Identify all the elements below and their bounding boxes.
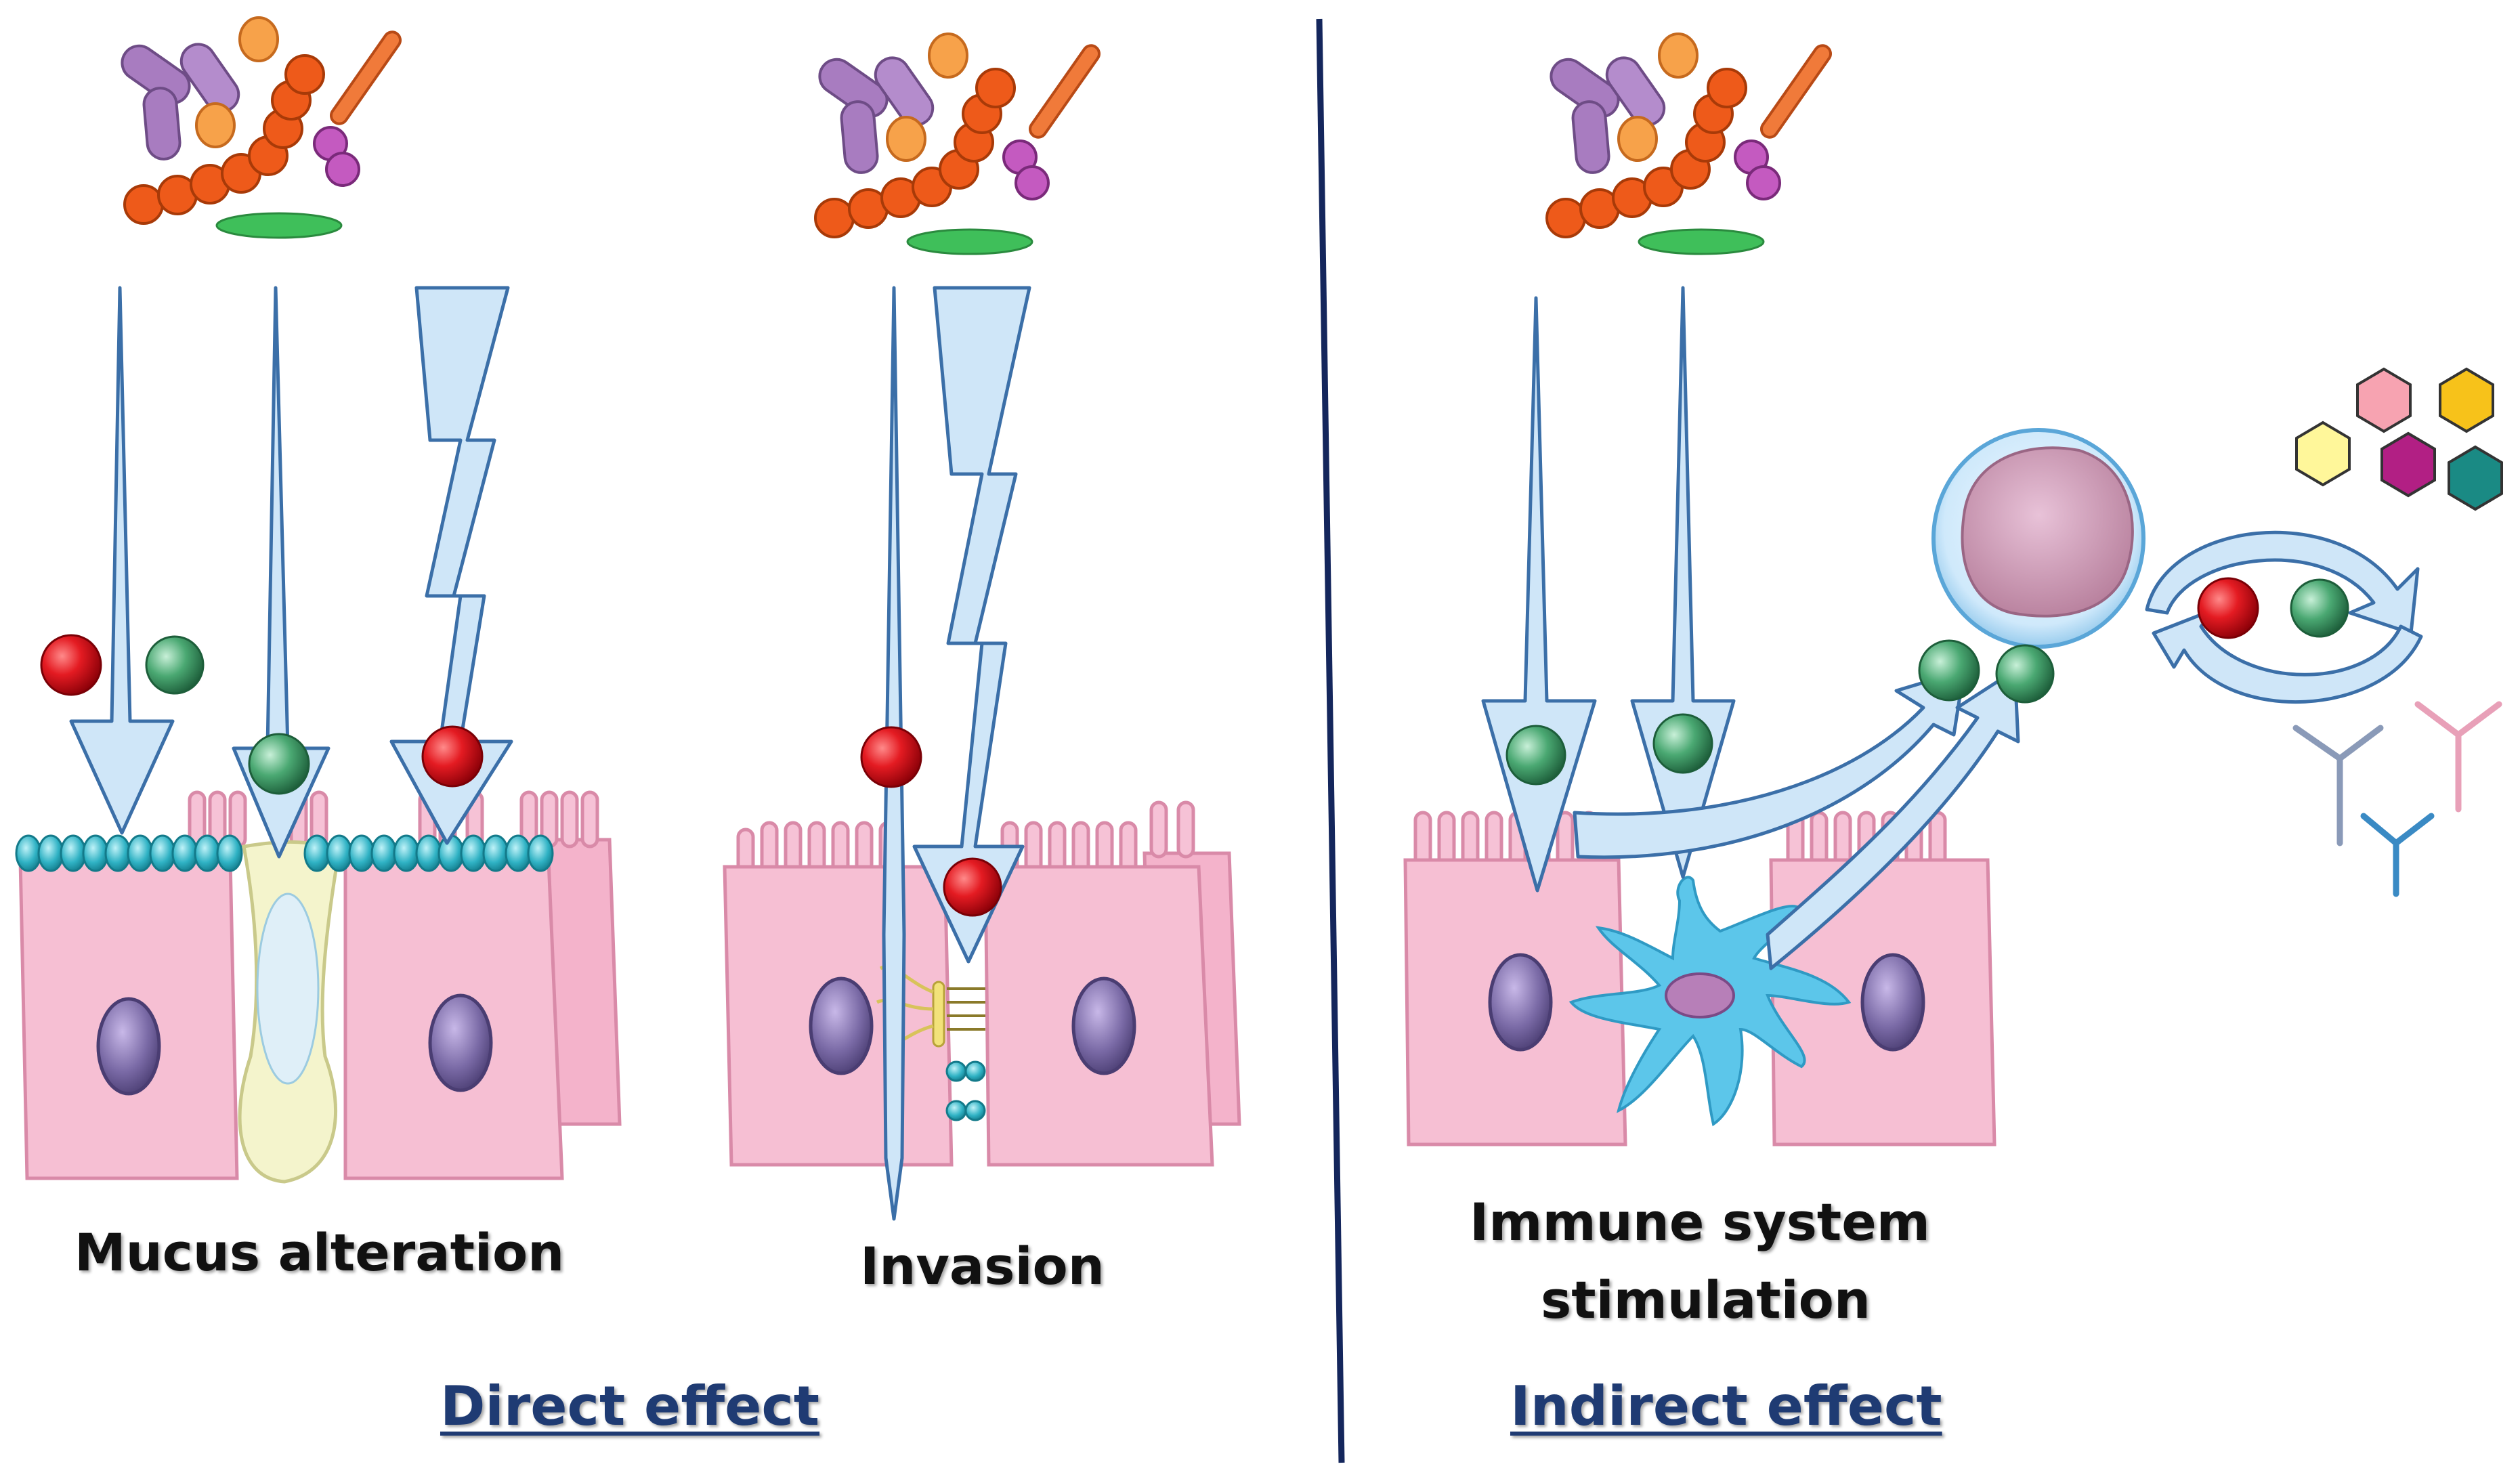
panel2-molecules — [860, 726, 1002, 917]
green-molecule — [1505, 725, 1566, 786]
green-molecule — [248, 733, 310, 795]
red-molecule — [943, 857, 1002, 917]
label-mucus-alteration: Mucus alteration — [74, 1222, 565, 1283]
red-molecule — [860, 726, 922, 788]
epithelium-mucus — [18, 790, 622, 1184]
bacteria-cluster-3 — [1545, 33, 1833, 255]
red-molecule — [2197, 577, 2259, 639]
label-invasion: Invasion — [860, 1236, 1105, 1296]
green-molecule — [1918, 639, 1980, 702]
cytokines — [2295, 367, 2503, 511]
panel-divider — [1316, 18, 1345, 1463]
bacteria-cluster-1 — [121, 16, 402, 239]
panel1-molecules — [40, 634, 484, 795]
green-molecule — [1652, 713, 1713, 774]
dendritic-cell — [1568, 876, 1852, 1127]
heading-direct-effect: Direct effect — [440, 1375, 820, 1438]
red-molecule — [421, 725, 484, 788]
green-molecule — [145, 635, 205, 695]
green-molecule — [1995, 644, 2055, 704]
heading-indirect-effect: Indirect effect — [1510, 1375, 1942, 1438]
antibodies — [2292, 701, 2502, 897]
red-molecule — [40, 634, 102, 696]
label-immune-line2: stimulation — [1541, 1270, 1871, 1330]
label-immune-line1: Immune system — [1470, 1192, 1930, 1252]
panel3-molecules — [1505, 577, 2349, 786]
bacteria-cluster-2 — [814, 33, 1101, 255]
lymphocyte — [1931, 428, 2145, 649]
green-molecule — [2290, 578, 2349, 638]
